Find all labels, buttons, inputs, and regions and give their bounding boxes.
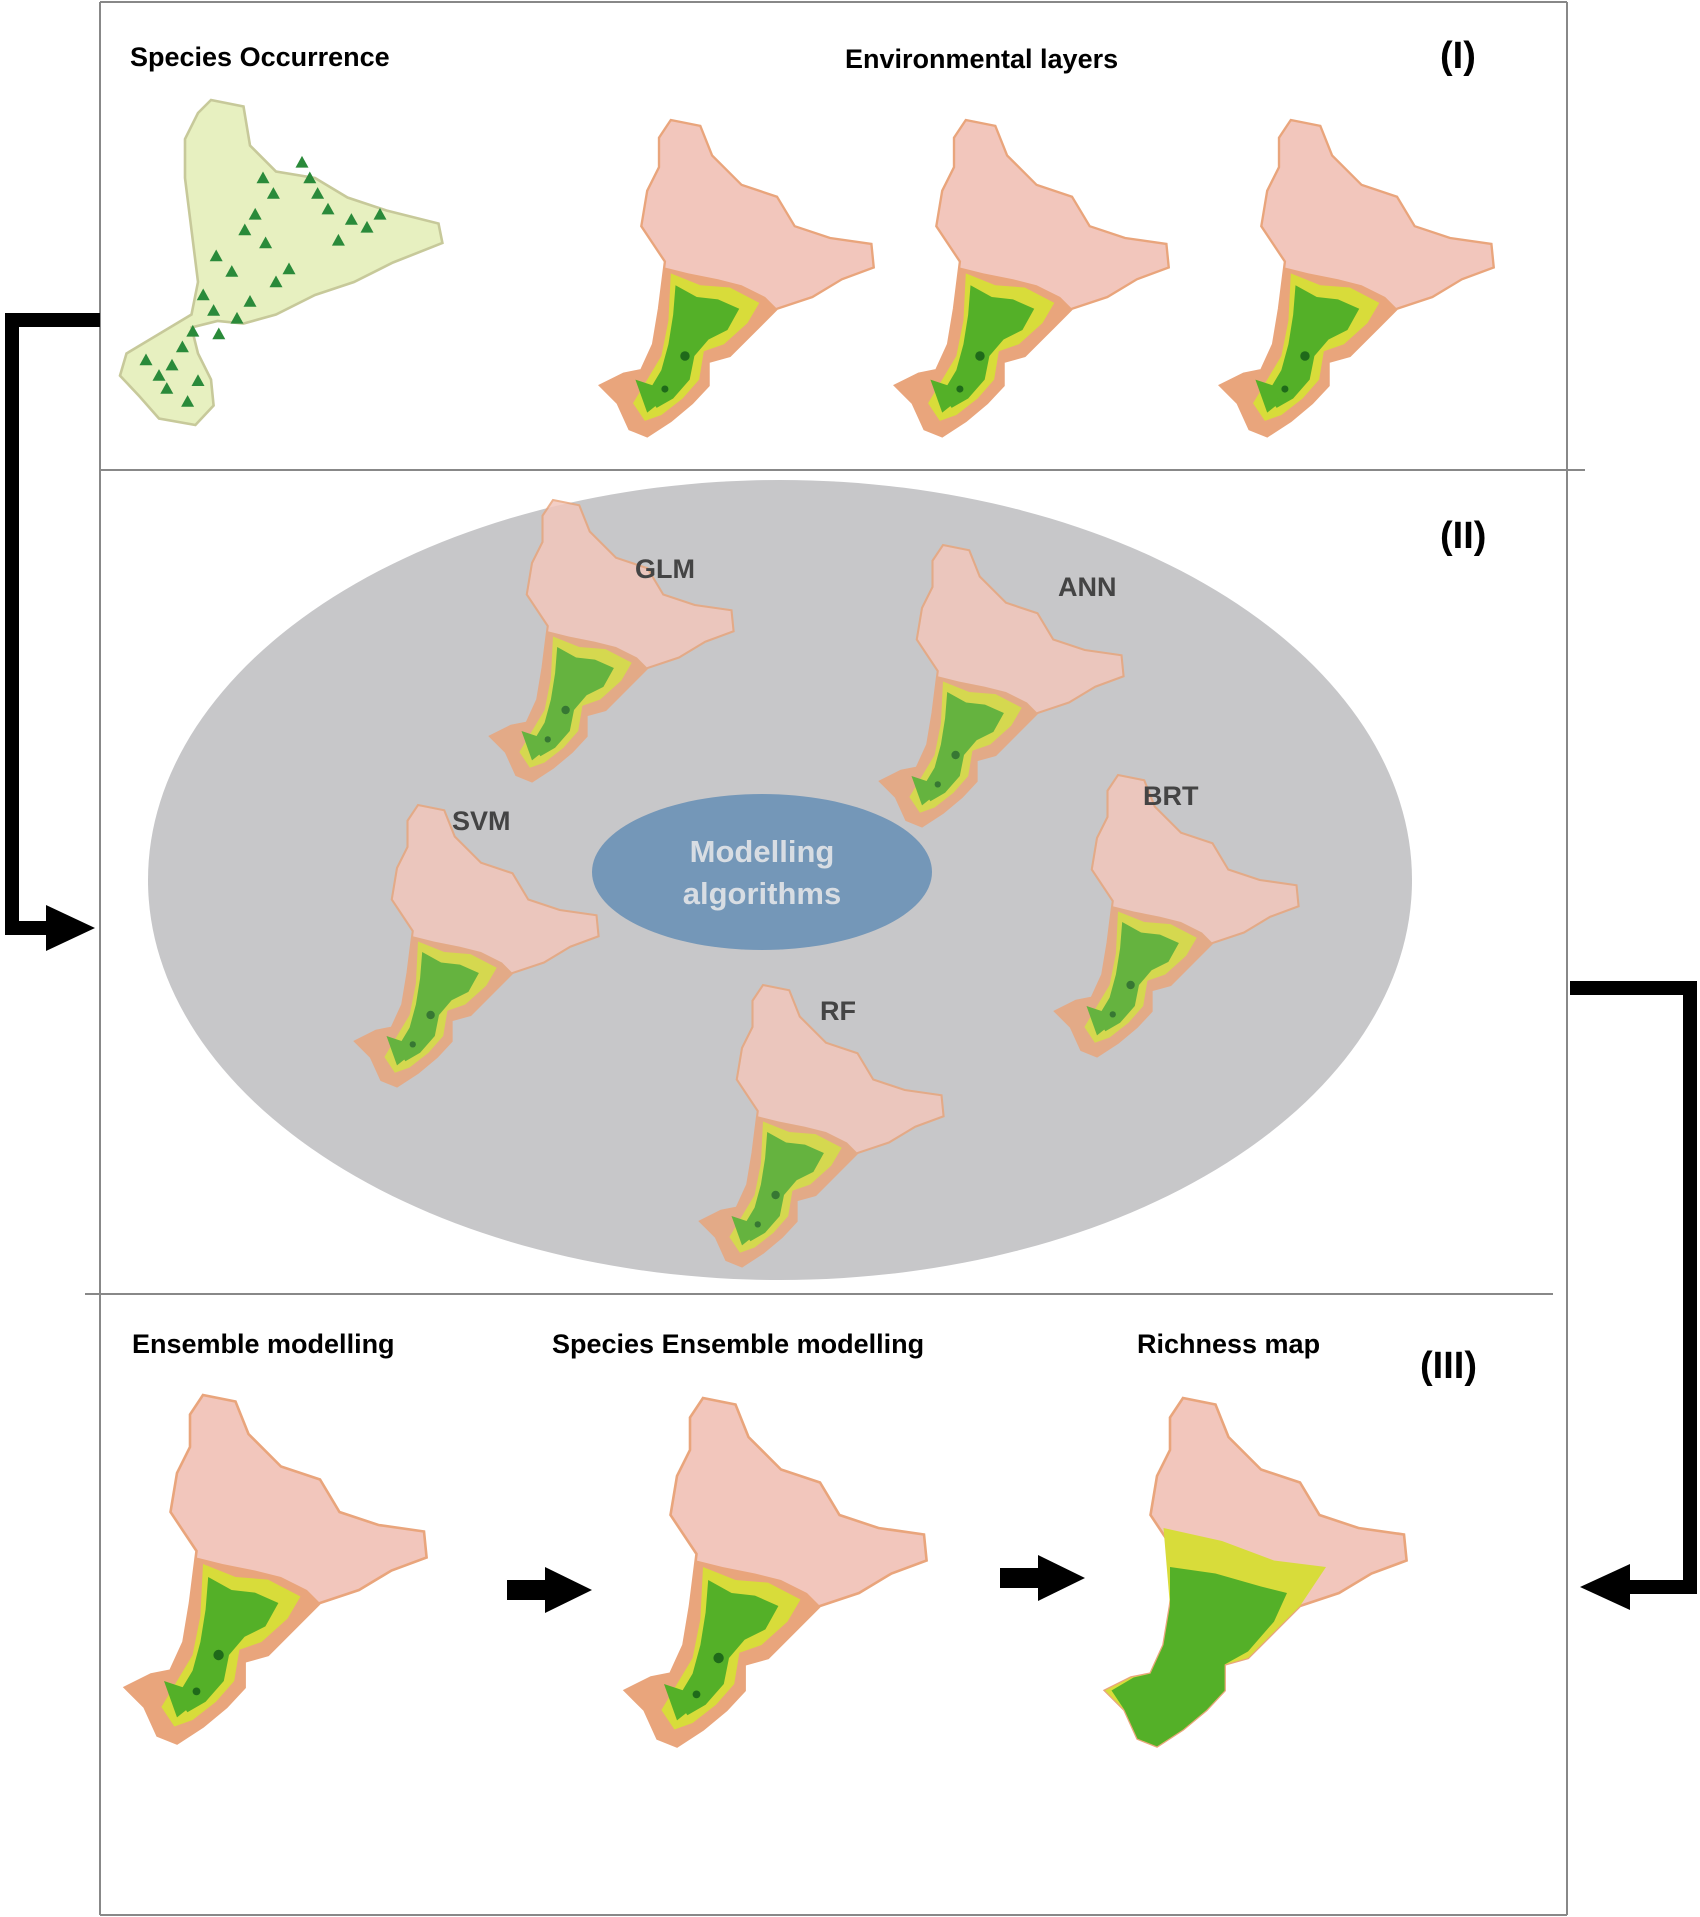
occurrence-point (238, 223, 252, 236)
occurrence-point (303, 171, 317, 184)
algorithm-label-ann: ANN (1058, 572, 1117, 602)
occurrence-point (248, 207, 262, 220)
step-label-species-ensemble: Species Ensemble modelling (552, 1329, 924, 1359)
occurrence-point (181, 395, 195, 407)
arrow-right-1 (507, 1567, 592, 1613)
occurrence-point (269, 275, 283, 288)
occurrence-point (259, 236, 273, 249)
step-label-ensemble: Ensemble modelling (132, 1329, 395, 1359)
occurrence-point (212, 327, 226, 340)
richness-map (1103, 1396, 1408, 1748)
occurrence-point (295, 155, 309, 168)
occurrence-point (209, 249, 223, 262)
algorithm-label-brt: BRT (1143, 781, 1199, 811)
occurrence-point (331, 233, 345, 246)
environmental-layer-map-1 (598, 118, 875, 438)
occurrence-point (321, 202, 335, 215)
ensemble-map (123, 1393, 428, 1745)
occurrence-point (266, 187, 280, 199)
environmental-layer-map-2 (893, 118, 1170, 438)
occurrence-point (282, 262, 296, 275)
modelling-algorithms-ellipse (592, 794, 932, 950)
algorithm-label-svm: SVM (452, 806, 511, 836)
panel-marker-i: (I) (1440, 35, 1476, 77)
species-ensemble-map (623, 1396, 928, 1748)
occurrence-point (139, 353, 153, 366)
occurrence-point (373, 207, 387, 220)
occurrence-point (152, 369, 166, 381)
algorithm-label-glm: GLM (635, 554, 695, 584)
occurrence-point (344, 213, 358, 225)
arrow-right-2 (1000, 1555, 1085, 1601)
environmental-layers-title: Environmental layers (845, 44, 1118, 74)
occurrence-title: Species Occurrence (130, 42, 390, 72)
panel-marker-iii: (III) (1420, 1345, 1477, 1387)
occurrence-map (118, 98, 444, 427)
occurrence-point (165, 358, 179, 371)
occurrence-point (311, 187, 325, 199)
occurrence-point (191, 374, 205, 386)
occurrence-point (186, 324, 200, 337)
occurrence-point (230, 311, 244, 324)
occurrence-point (256, 171, 270, 184)
flow-arrow-left (5, 313, 100, 951)
flow-arrow-right (1570, 981, 1697, 1610)
occurrence-point (175, 340, 189, 353)
environmental-layer-map-3 (1218, 118, 1495, 438)
occurrence-point (207, 304, 221, 316)
panel-occurrence: Species Occurrence (118, 42, 444, 427)
occurrence-point (160, 382, 174, 394)
occurrence-point (243, 295, 257, 307)
modelling-algorithms-label-line1: Modelling (690, 834, 835, 869)
panel-marker-ii: (II) (1440, 515, 1486, 557)
algorithm-label-rf: RF (820, 996, 856, 1026)
modelling-algorithms-label-line2: algorithms (683, 876, 841, 911)
step-label-richness-map: Richness map (1137, 1329, 1320, 1359)
occurrence-point (360, 220, 374, 233)
occurrence-point (196, 288, 210, 301)
occurrence-point (225, 265, 239, 277)
